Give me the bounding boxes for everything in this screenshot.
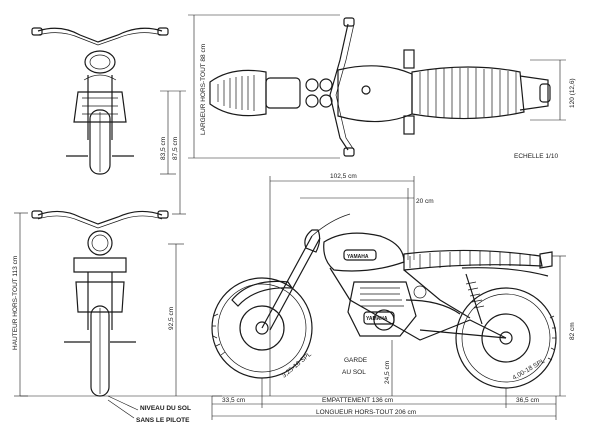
span-top-label: 102,5 cm bbox=[330, 173, 357, 180]
without-rider-label: SANS LE PILOTE bbox=[136, 417, 190, 424]
scale-label: ECHELLE 1/10 bbox=[514, 153, 558, 160]
front-height-1: 83,5 cm bbox=[160, 137, 167, 160]
garde-label-1: GARDE bbox=[344, 357, 368, 364]
top-view bbox=[209, 17, 551, 157]
total-height-label: HAUTEUR HORS-TOUT 113 cm bbox=[12, 256, 19, 350]
overall-length-label: LONGUEUR HORS-TOUT 206 cm bbox=[316, 409, 416, 416]
clearance-label: 24,5 cm bbox=[384, 361, 391, 384]
span-top2-label: 20 cm bbox=[416, 198, 434, 205]
rear-overhang-label: 36,5 cm bbox=[516, 397, 539, 404]
garde-label-2: AU SOL bbox=[342, 369, 366, 376]
ground-level-label: NIVEAU DU SOL bbox=[140, 405, 191, 412]
front-view-top bbox=[31, 27, 169, 175]
side-view: YAMAHA YAMAHA bbox=[211, 213, 557, 389]
seat-height-label: 92,5 cm bbox=[168, 307, 175, 330]
wheelbase-label: EMPATTEMENT 136 cm bbox=[322, 397, 393, 404]
front-overhang-label: 33,5 cm bbox=[222, 397, 245, 404]
top-dimensions bbox=[188, 14, 566, 159]
rear-height-label: 82 cm bbox=[569, 322, 576, 340]
overall-width-label: LARGEUR HORS-TOUT 88 cm bbox=[200, 44, 207, 135]
left-dimensions bbox=[14, 90, 222, 397]
rear-tire-label: 4,00-18 SPL bbox=[512, 357, 547, 381]
tank-brand: YAMAHA bbox=[347, 254, 369, 260]
case-brand: YAMAHA bbox=[366, 316, 388, 322]
side-dimensions bbox=[211, 176, 566, 420]
front-view-bottom bbox=[31, 210, 169, 397]
front-height-2: 87,5 cm bbox=[172, 137, 179, 160]
rear-width-label: 120 (12,6) bbox=[569, 78, 576, 108]
